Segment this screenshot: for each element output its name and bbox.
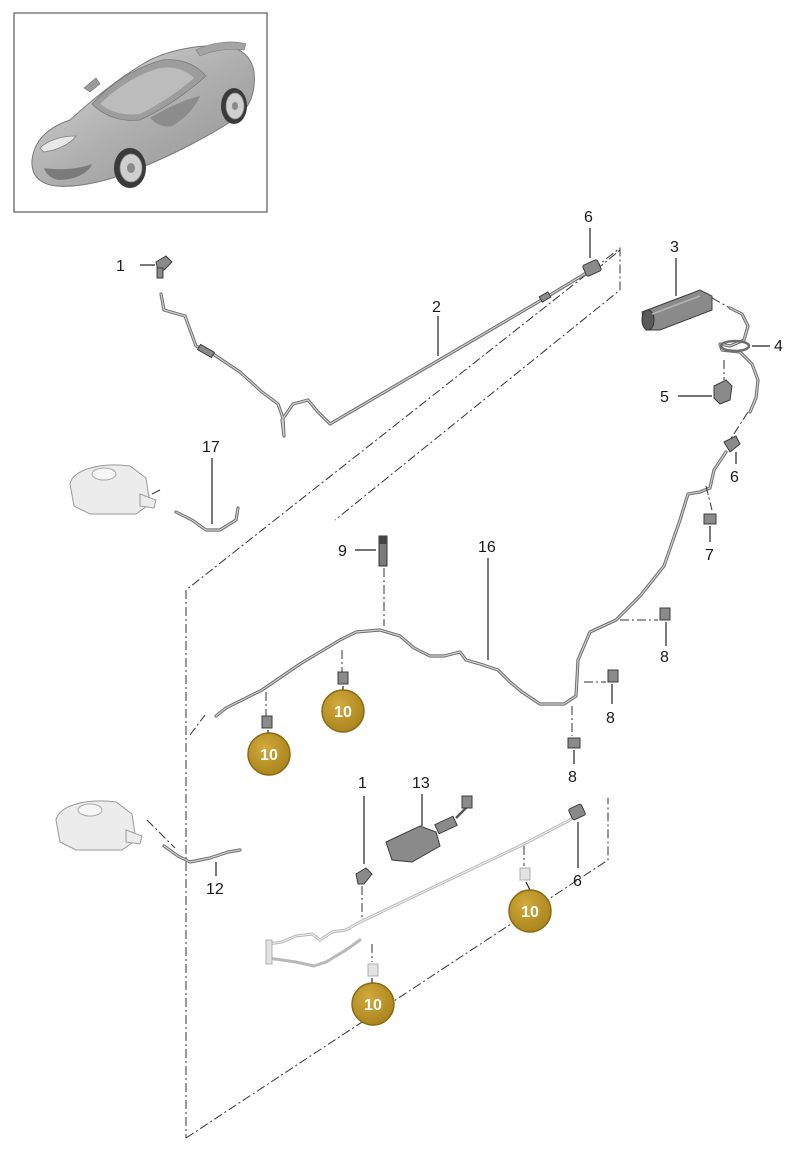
callout-4: 4 [774, 338, 783, 355]
part-4-coiled-hose [718, 306, 770, 414]
callout-1-lower: 1 [358, 775, 367, 792]
callout-13: 13 [412, 775, 430, 792]
part-7-clip [703, 513, 717, 542]
callout-6-lower: 6 [573, 873, 582, 890]
callout-12: 12 [206, 881, 224, 898]
svg-text:10: 10 [364, 997, 382, 1014]
callout-5: 5 [660, 389, 669, 406]
badge-10-d: 10 [351, 982, 395, 1026]
callout-17: 17 [202, 439, 220, 456]
callout-8-b: 8 [606, 710, 615, 727]
part-3-master-cylinder [641, 258, 731, 331]
vehicle-thumbnail [13, 12, 268, 213]
badge-10-a: 10 [247, 732, 291, 776]
part-6-clip-top [582, 228, 602, 277]
part-17-reservoir-hose [69, 458, 240, 532]
svg-text:10: 10 [260, 747, 278, 764]
svg-text:10: 10 [521, 904, 539, 921]
part-2-clutch-pipe [159, 270, 590, 438]
part-13-slave-cylinder [385, 794, 473, 863]
part-8-clips [567, 607, 671, 764]
callout-2: 2 [432, 299, 441, 316]
callout-6-top: 6 [584, 209, 593, 226]
part-12-reservoir-hose [55, 800, 242, 876]
svg-text:10: 10 [334, 704, 352, 721]
callout-8-c: 8 [568, 769, 577, 786]
badge-10-b: 10 [321, 689, 365, 733]
callout-6-middle: 6 [730, 469, 739, 486]
badge-10-c: 10 [508, 889, 552, 933]
callout-3: 3 [670, 239, 679, 256]
callout-7: 7 [705, 547, 714, 564]
part-1-bleeder-fitting-lower [355, 796, 373, 920]
car-illustration [31, 41, 255, 188]
callout-9: 9 [338, 543, 347, 560]
callout-16: 16 [478, 539, 496, 556]
part-16-long-pipe [214, 450, 728, 718]
part-9-label [355, 535, 388, 626]
callout-labels: 1 2 3 4 5 6 6 6 7 8 8 8 9 12 1 13 16 17 [116, 209, 783, 898]
callout-1-upper: 1 [116, 258, 125, 275]
lower-faded-pipe [265, 810, 578, 968]
part-1-bleeder-fitting-upper [140, 255, 173, 279]
part-6-clip-middle [723, 411, 749, 464]
callout-8-a: 8 [660, 649, 669, 666]
part-5-bracket [678, 360, 733, 405]
part-6-clip-lower [568, 803, 586, 868]
